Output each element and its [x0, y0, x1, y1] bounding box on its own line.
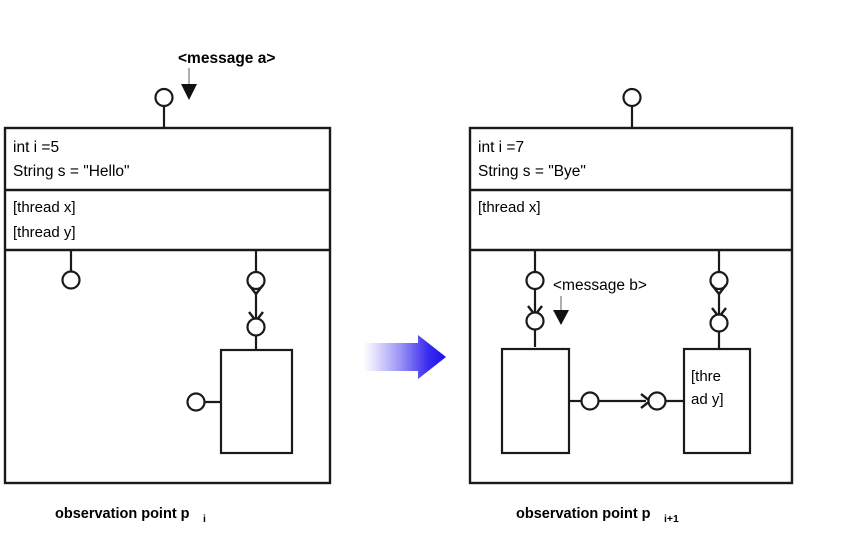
- inner-connector-right[interactable]: [569, 391, 684, 411]
- attribute-line-0-left: int i =5: [13, 139, 59, 156]
- inner-box-right-1[interactable]: [682, 347, 752, 455]
- inner-box-left-0[interactable]: [219, 348, 294, 455]
- caption-left: observation point p: [55, 506, 190, 522]
- ball-icon[interactable]: [154, 87, 174, 108]
- attribute-line-1-right: String s = "Bye": [478, 163, 586, 180]
- attribute-line-1-left: String s = "Hello": [13, 163, 130, 180]
- inner-box-right-1-label-line1: [thre: [691, 368, 721, 385]
- ball-icon[interactable]: [622, 87, 642, 108]
- message-a-pointer-arrowhead: [181, 84, 197, 100]
- evolution-arrow: [363, 335, 446, 379]
- attribute-line-0-right: int i =7: [478, 139, 524, 156]
- message-b-pointer-arrowhead: [553, 310, 569, 325]
- ball-icon[interactable]: [525, 270, 545, 291]
- top-port-right[interactable]: [622, 87, 642, 128]
- message-a-annotation: <message a>: [178, 50, 275, 100]
- caption-right: observation point p: [516, 506, 651, 522]
- message-b-label: <message b>: [553, 277, 647, 294]
- port-left-standalone[interactable]: [61, 250, 81, 290]
- inner-box-right-1-label-line2: ad y]: [691, 391, 724, 408]
- ball-icon[interactable]: [709, 270, 729, 291]
- ball-icon[interactable]: [246, 270, 266, 291]
- caption-subscript-right: i+1: [664, 513, 679, 525]
- message-a-label: <message a>: [178, 50, 275, 67]
- snapshot-left: <message a> int i =5 String s = "Hello" …: [3, 50, 332, 525]
- caption-subscript-left: i: [203, 513, 206, 525]
- ball-icon[interactable]: [61, 270, 81, 290]
- message-b-annotation: <message b>: [553, 277, 647, 325]
- snapshot-right: int i =7 String s = "Bye" [thread x] <me…: [468, 87, 794, 525]
- port-chain-right-right[interactable]: [709, 250, 729, 350]
- thread-line-0-left: [thread x]: [13, 199, 76, 216]
- ball-icon[interactable]: [709, 313, 729, 333]
- top-port-left[interactable]: [154, 87, 174, 128]
- inner-box-right-0[interactable]: [500, 347, 571, 455]
- ball-icon[interactable]: [186, 392, 206, 412]
- thread-line-0-right: [thread x]: [478, 199, 541, 216]
- evolution-arrow-shape: [363, 335, 446, 379]
- ball-icon[interactable]: [647, 391, 667, 411]
- port-chain-left[interactable]: [246, 250, 266, 351]
- side-port-left[interactable]: [186, 392, 222, 412]
- ball-icon[interactable]: [525, 311, 545, 331]
- ball-icon[interactable]: [580, 391, 600, 411]
- ball-icon[interactable]: [246, 317, 266, 337]
- thread-line-1-left: [thread y]: [13, 224, 76, 241]
- port-chain-right-left[interactable]: [525, 250, 545, 347]
